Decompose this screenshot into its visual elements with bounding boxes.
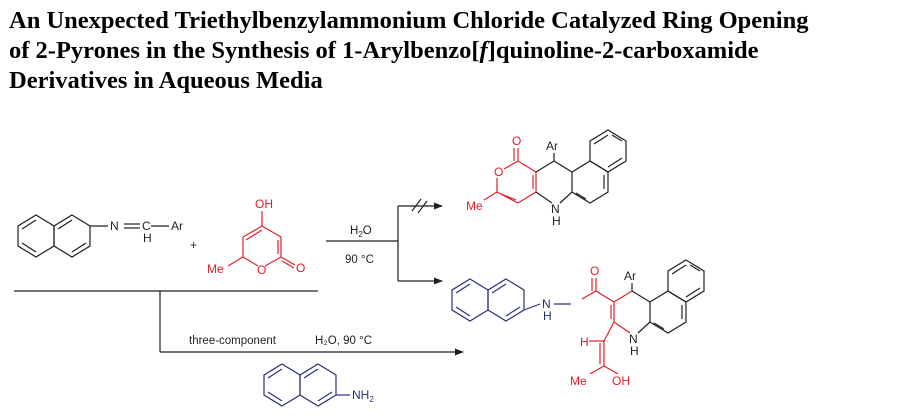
temperature-label: 90 °C [345, 254, 374, 266]
product2-ring-n: N [629, 332, 638, 346]
pyrone-reactant [227, 211, 296, 269]
pyrone-labels: OH Me O O [207, 197, 305, 277]
pyrone-carbonyl-o-label: O [296, 261, 305, 275]
pyrone-me-label: Me [207, 262, 224, 276]
product1-ar: Ar [546, 139, 558, 153]
product2-ar: Ar [624, 269, 636, 283]
product-not-formed [483, 129, 627, 204]
solvent-label: H2O [350, 225, 372, 239]
title-line-2-start: of 2-Pyrones in the Synthesis of 1-Arylb… [9, 37, 480, 64]
naphthylamine-nh2-label: NH2 [352, 388, 374, 404]
product2-amide-o: O [590, 264, 599, 278]
imine-h-label: H [143, 231, 152, 245]
imine-c-label: C [142, 219, 151, 233]
reaction-conditions: H2O 90 °C three-component H₂O, 90 °C [189, 225, 374, 347]
three-component-conditions: H₂O, 90 °C [315, 335, 372, 347]
product-formed-labels: O Ar N H N H H Me OH [542, 264, 639, 388]
paper-title: An Unexpected Triethylbenzylammonium Chl… [9, 6, 909, 96]
product1-carbonyl-o: O [512, 134, 521, 148]
naphthylamine-reagent [263, 363, 350, 407]
product2-ring-h: H [630, 344, 639, 358]
product2-amide-h: H [543, 309, 552, 323]
title-line-1: An Unexpected Triethylbenzylammonium Chl… [9, 7, 809, 34]
plus-sign: + [190, 238, 197, 252]
pyrone-oh-label: OH [255, 197, 273, 211]
product2-oh: OH [612, 374, 630, 388]
imine-labels: N C H Ar [110, 219, 183, 245]
reaction-arrows [14, 198, 464, 356]
product2-vinyl-h: H [580, 335, 589, 349]
product2-amide-n: N [542, 297, 551, 311]
product-formed [451, 259, 705, 375]
title-line-2: of 2-Pyrones in the Synthesis of 1-Arylb… [9, 36, 909, 66]
title-line-2-end: ]quinoline-2-carboxamide [487, 37, 759, 64]
product-not-formed-labels: O O Ar Me N H [466, 134, 561, 228]
product1-me: Me [466, 199, 483, 213]
title-line-2-italic: f [479, 37, 488, 64]
title-line-3: Derivatives in Aqueous Media [9, 67, 323, 94]
imine-reactant [17, 214, 169, 258]
product1-ring-o: O [494, 165, 503, 179]
product2-me: Me [570, 374, 587, 388]
three-component-label: three-component [189, 335, 277, 347]
imine-n-label: N [110, 219, 119, 233]
product1-h: H [552, 214, 561, 228]
product1-n: N [551, 202, 560, 216]
pyrone-ring-o-label: O [257, 263, 266, 277]
imine-ar-label: Ar [171, 219, 183, 233]
